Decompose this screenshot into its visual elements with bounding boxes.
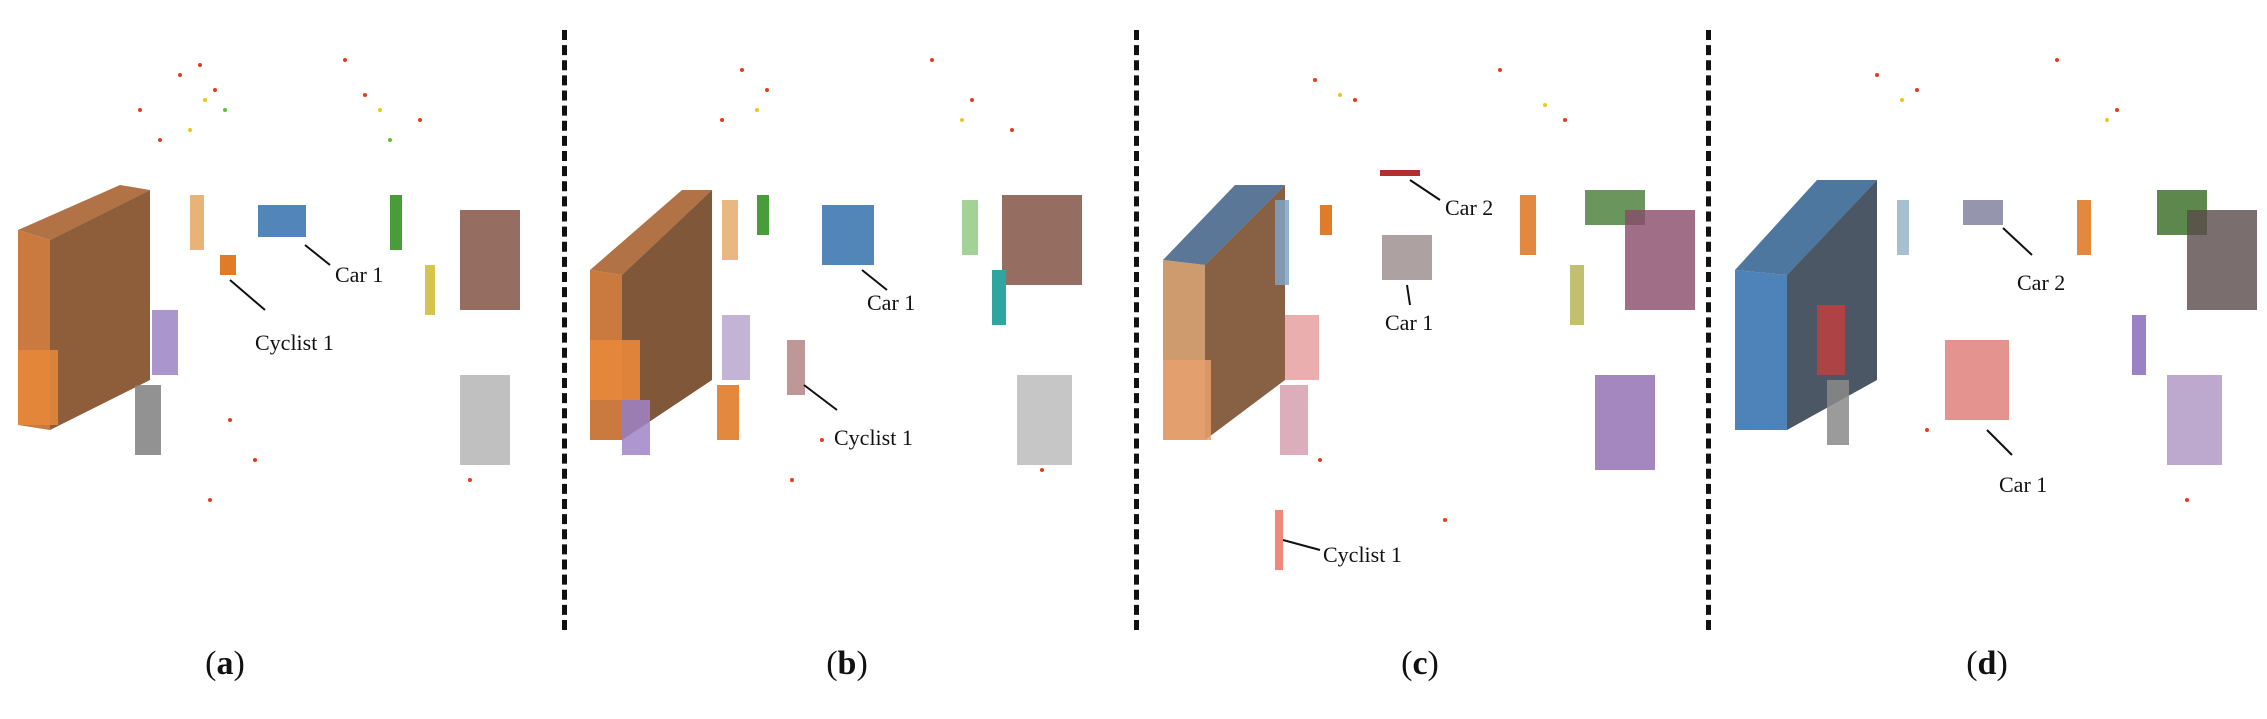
label-car2-d: Car 2 <box>2017 270 2065 295</box>
label-car1-a: Car 1 <box>335 262 383 287</box>
label-cyclist1-a: Cyclist 1 <box>255 330 334 355</box>
caption-b: (b) <box>826 645 868 682</box>
panel-divider-3 <box>1706 30 1711 630</box>
label-car2-c: Car 2 <box>1445 195 1493 220</box>
point-cloud-scene-a: Car 1 Cyclist 1 <box>18 58 520 502</box>
point-cloud-scene-b: Car 1 Cyclist 1 <box>590 58 1082 482</box>
caption-a: (a) <box>205 645 245 682</box>
panel-d: Car 2 Car 1 (d) <box>1717 0 2267 719</box>
label-cyclist1-c: Cyclist 1 <box>1323 542 1402 567</box>
label-cyclist1-b: Cyclist 1 <box>834 425 913 450</box>
label-car1-c: Car 1 <box>1385 310 1433 335</box>
panel-a: Car 1 Cyclist 1 (a) <box>0 0 560 719</box>
panel-divider-1 <box>562 30 567 630</box>
caption-c: (c) <box>1401 645 1439 682</box>
panel-divider-2 <box>1134 30 1139 630</box>
point-cloud-scene-d: Car 2 Car 1 <box>1735 58 2257 502</box>
label-car1-d: Car 1 <box>1999 472 2047 497</box>
panel-c: Car 2 Car 1 Cyclist 1 (c) <box>1145 0 1705 719</box>
caption-d: (d) <box>1966 645 2008 682</box>
label-car1-b: Car 1 <box>867 290 915 315</box>
point-cloud-scene-c: Car 2 Car 1 Cyclist 1 <box>1163 68 1695 570</box>
panel-b: Car 1 Cyclist 1 (b) <box>572 0 1132 719</box>
